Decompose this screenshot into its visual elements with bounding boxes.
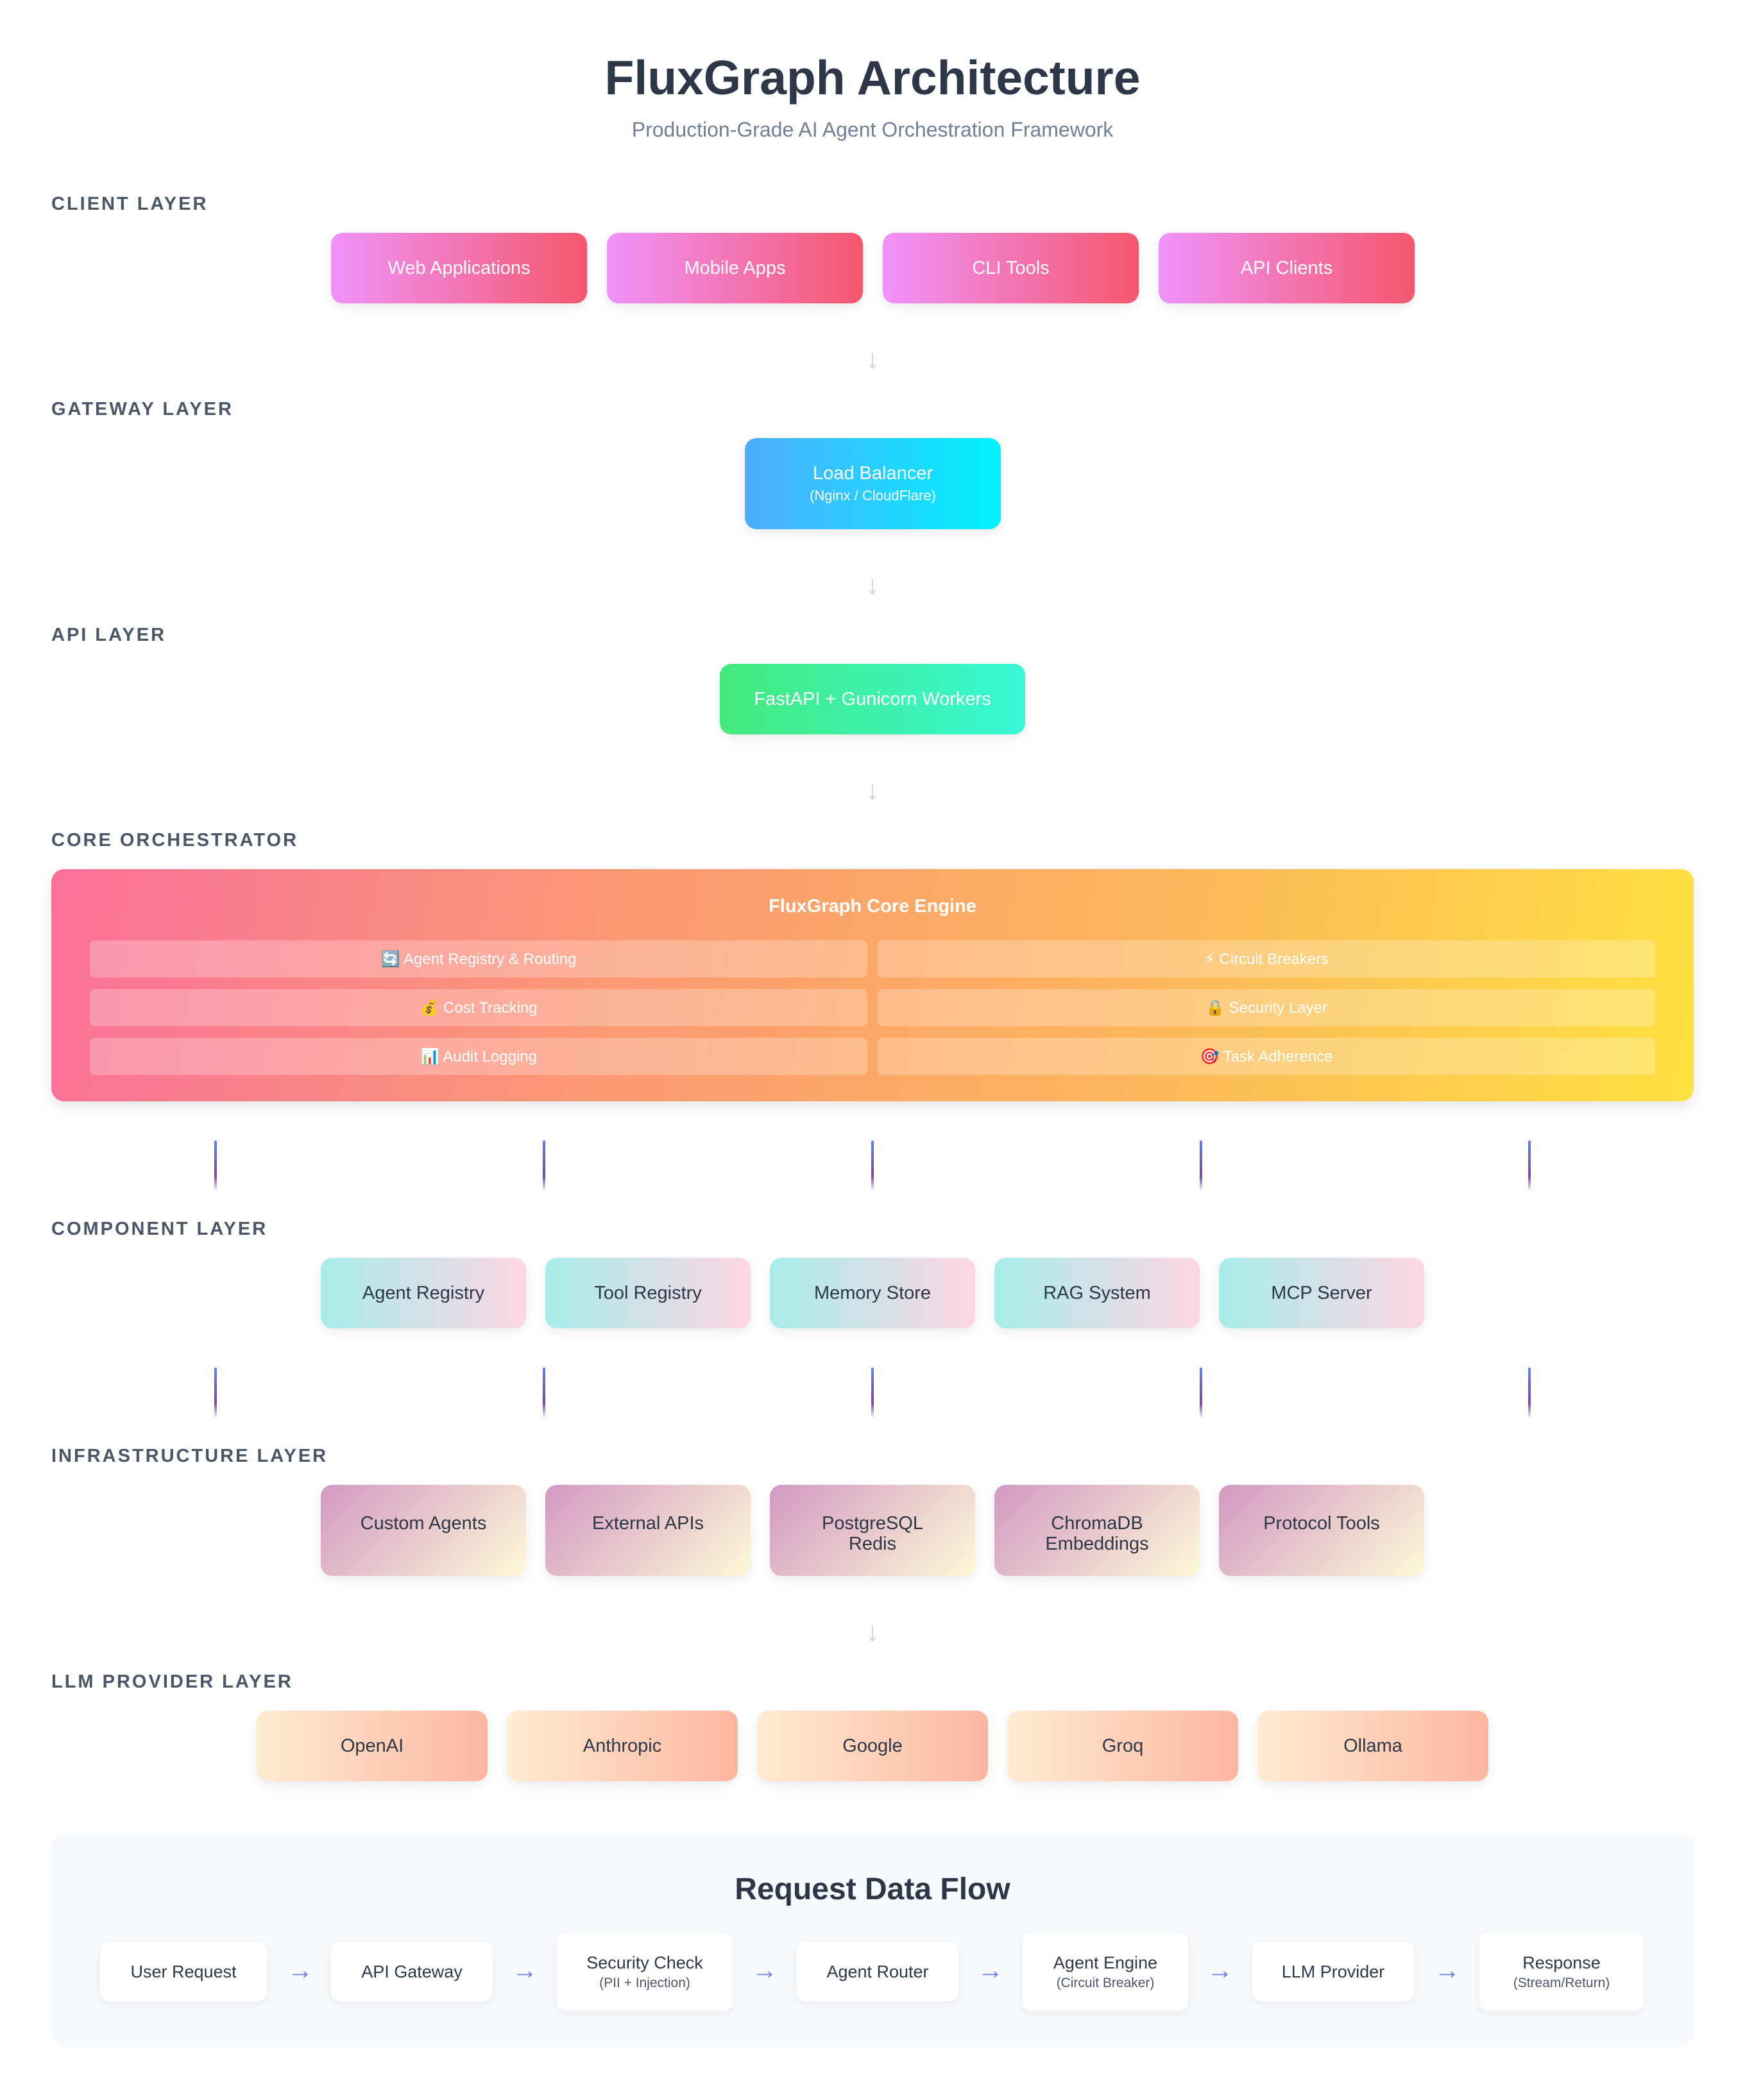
flow-step-label: LLM Provider (1281, 1961, 1385, 1981)
connector-line (871, 1368, 874, 1419)
flow-step-label: Response (1522, 1952, 1601, 1972)
page-subtitle: Production-Grade AI Agent Orchestration … (631, 118, 1114, 141)
request-data-flow-panel: Request Data Flow User Request → API Gat… (51, 1833, 1694, 2047)
core-layer-label: CORE ORCHESTRATOR (51, 830, 299, 851)
infra-line: Protocol Tools (1263, 1513, 1380, 1534)
flow-step-label: User Request (130, 1961, 237, 1981)
flow-step-label: Agent Engine (1053, 1952, 1158, 1972)
flow-step-label: Security Check (586, 1952, 703, 1972)
connector-line (1200, 1140, 1202, 1192)
infra-postgresql-redis: PostgreSQL Redis (770, 1485, 975, 1576)
right-arrow-icon: → (1434, 1956, 1460, 1985)
llm-ollama: Ollama (1257, 1711, 1488, 1781)
down-arrow-icon: ↓ (865, 1616, 880, 1647)
connector-line (871, 1140, 874, 1192)
feature-security-layer: 🔒 Security Layer (878, 989, 1655, 1026)
flow-step-response: Response (Stream/Return) (1479, 1933, 1644, 2011)
connector-line (214, 1140, 217, 1192)
infra-line: PostgreSQL (822, 1513, 923, 1534)
llm-layer-label: LLM PROVIDER LAYER (51, 1672, 293, 1692)
flow-title: Request Data Flow (735, 1872, 1010, 1906)
connector-line (214, 1368, 217, 1419)
client-layer-label: CLIENT LAYER (51, 194, 209, 214)
feature-cost-tracking: 💰 Cost Tracking (90, 989, 867, 1026)
feature-task-adherence: 🎯 Task Adherence (878, 1038, 1655, 1075)
component-layer-label: COMPONENT LAYER (51, 1219, 268, 1239)
flow-step-label: API Gateway (361, 1961, 463, 1981)
llm-anthropic: Anthropic (507, 1711, 738, 1781)
right-arrow-icon: → (1207, 1956, 1233, 1985)
fastapi-box: FastAPI + Gunicorn Workers (720, 664, 1025, 734)
llm-google: Google (757, 1711, 988, 1781)
flow-step-sub: (Circuit Breaker) (1056, 1975, 1155, 1990)
client-web-applications: Web Applications (331, 233, 587, 303)
flow-step-api-gateway: API Gateway (331, 1942, 493, 2001)
connector-line (543, 1368, 545, 1419)
core-engine-panel: FluxGraph Core Engine 🔄 Agent Registry &… (51, 869, 1694, 1101)
right-arrow-icon: → (978, 1956, 1003, 1985)
flow-step-label: Agent Router (826, 1961, 929, 1981)
right-arrow-icon: → (287, 1956, 313, 1985)
right-arrow-icon: → (752, 1956, 778, 1985)
feature-audit-logging: 📊 Audit Logging (90, 1038, 867, 1075)
feature-agent-registry-routing: 🔄 Agent Registry & Routing (90, 940, 867, 978)
flow-step-agent-router: Agent Router (797, 1942, 958, 2001)
component-mcp-server: MCP Server (1219, 1258, 1424, 1328)
load-balancer-label: Load Balancer (812, 463, 933, 484)
infra-line: Custom Agents (360, 1513, 487, 1534)
llm-groq: Groq (1007, 1711, 1238, 1781)
flow-step-llm-provider: LLM Provider (1252, 1942, 1414, 2001)
down-arrow-icon: ↓ (865, 570, 880, 600)
infra-line: Embeddings (1045, 1534, 1149, 1555)
load-balancer-box: Load Balancer (Nginx / CloudFlare) (745, 438, 1001, 529)
infra-external-apis: External APIs (545, 1485, 751, 1576)
flow-step-agent-engine: Agent Engine (Circuit Breaker) (1023, 1933, 1188, 2011)
llm-openai: OpenAI (257, 1711, 488, 1781)
gateway-layer-label: GATEWAY LAYER (51, 399, 234, 419)
right-arrow-icon: → (512, 1956, 538, 1985)
client-cli-tools: CLI Tools (883, 233, 1139, 303)
infra-chromadb-embeddings: ChromaDB Embeddings (994, 1485, 1200, 1576)
component-memory-store: Memory Store (770, 1258, 975, 1328)
infra-protocol-tools: Protocol Tools (1219, 1485, 1424, 1576)
infra-custom-agents: Custom Agents (321, 1485, 526, 1576)
infra-line: Redis (848, 1534, 897, 1555)
flow-step-sub: (PII + Injection) (599, 1975, 690, 1990)
infrastructure-layer-label: INFRASTRUCTURE LAYER (51, 1446, 328, 1466)
flow-step-sub: (Stream/Return) (1513, 1975, 1610, 1990)
component-rag-system: RAG System (994, 1258, 1200, 1328)
down-arrow-icon: ↓ (865, 775, 880, 805)
flow-step-user-request: User Request (100, 1942, 267, 2001)
flow-step-security-check: Security Check (PII + Injection) (557, 1933, 733, 2011)
connector-line (1528, 1140, 1531, 1192)
connector-line (1528, 1368, 1531, 1419)
component-tool-registry: Tool Registry (545, 1258, 751, 1328)
component-agent-registry: Agent Registry (321, 1258, 526, 1328)
core-engine-title: FluxGraph Core Engine (769, 896, 976, 917)
infra-line: ChromaDB (1051, 1513, 1143, 1534)
client-mobile-apps: Mobile Apps (607, 233, 863, 303)
down-arrow-icon: ↓ (865, 344, 880, 374)
connector-line (1200, 1368, 1202, 1419)
page-title: FluxGraph Architecture (604, 51, 1141, 105)
client-api-clients: API Clients (1159, 233, 1415, 303)
feature-circuit-breakers: ⚡ Circuit Breakers (878, 940, 1655, 978)
api-layer-label: API LAYER (51, 625, 167, 645)
load-balancer-sub: (Nginx / CloudFlare) (810, 487, 936, 504)
infra-line: External APIs (592, 1513, 704, 1534)
connector-line (543, 1140, 545, 1192)
